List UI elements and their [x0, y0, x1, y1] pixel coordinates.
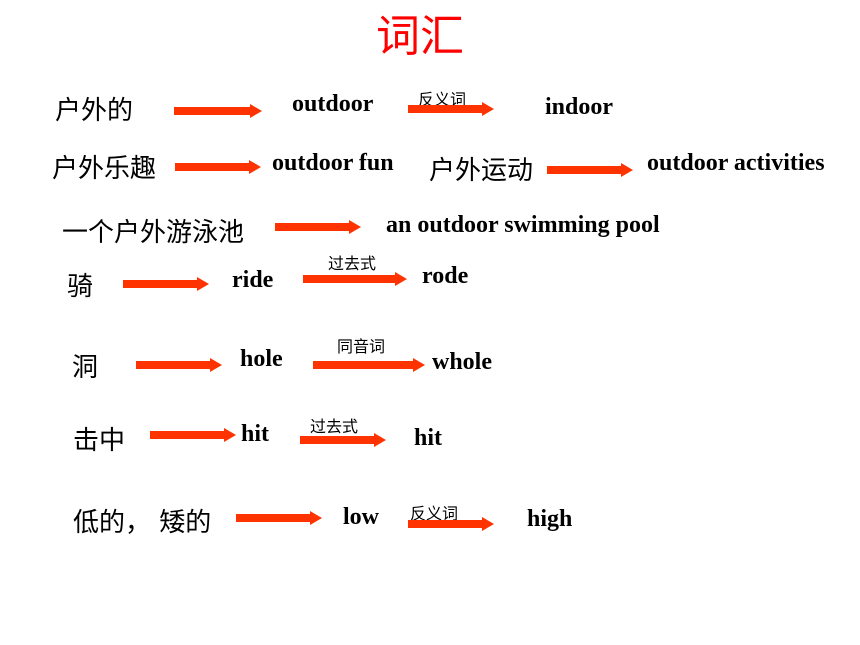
english-word: hole: [240, 346, 283, 372]
result-word: outdoor activities: [647, 150, 825, 176]
chinese-term: 户外乐趣: [52, 154, 157, 184]
relation-label: 过去式: [328, 254, 377, 273]
relation-label: 反义词: [418, 90, 467, 109]
result-word: whole: [432, 349, 492, 375]
arrow-icon: [275, 220, 361, 234]
english-word: low: [343, 504, 379, 530]
chinese-term: 低的， 矮的: [73, 508, 212, 538]
chinese-term: 洞: [72, 353, 99, 383]
arrow-icon: [408, 102, 494, 116]
arrow-icon: [150, 428, 236, 442]
result-word: high: [527, 506, 573, 532]
arrow-icon: [174, 104, 262, 118]
english-word: ride: [232, 267, 274, 293]
arrow-icon: [547, 163, 633, 177]
relation-label: 反义词: [410, 504, 459, 523]
page-title: 词汇: [376, 11, 464, 62]
english-word: an outdoor swimming pool: [386, 212, 660, 238]
arrow-icon: [300, 433, 386, 447]
english-word: hit: [241, 421, 270, 447]
chinese-term-2: 户外运动: [429, 156, 534, 186]
result-word: hit: [414, 425, 443, 451]
arrow-icon: [123, 277, 209, 291]
arrow-icon: [313, 358, 425, 372]
relation-label: 过去式: [310, 417, 359, 436]
arrow-icon: [175, 160, 261, 174]
chinese-term: 户外的: [55, 96, 134, 126]
arrow-icon: [303, 272, 407, 286]
chinese-term: 一个户外游泳池: [62, 218, 245, 248]
relation-label: 同音词: [337, 337, 386, 356]
chinese-term: 骑: [67, 272, 94, 302]
english-word: outdoor fun: [272, 150, 394, 176]
arrow-icon: [236, 511, 322, 525]
result-word: rode: [422, 263, 469, 289]
result-word: indoor: [545, 94, 614, 120]
chinese-term: 击中: [73, 426, 126, 456]
english-word: outdoor: [292, 91, 374, 117]
arrow-icon: [136, 358, 222, 372]
arrow-icon: [408, 517, 494, 531]
